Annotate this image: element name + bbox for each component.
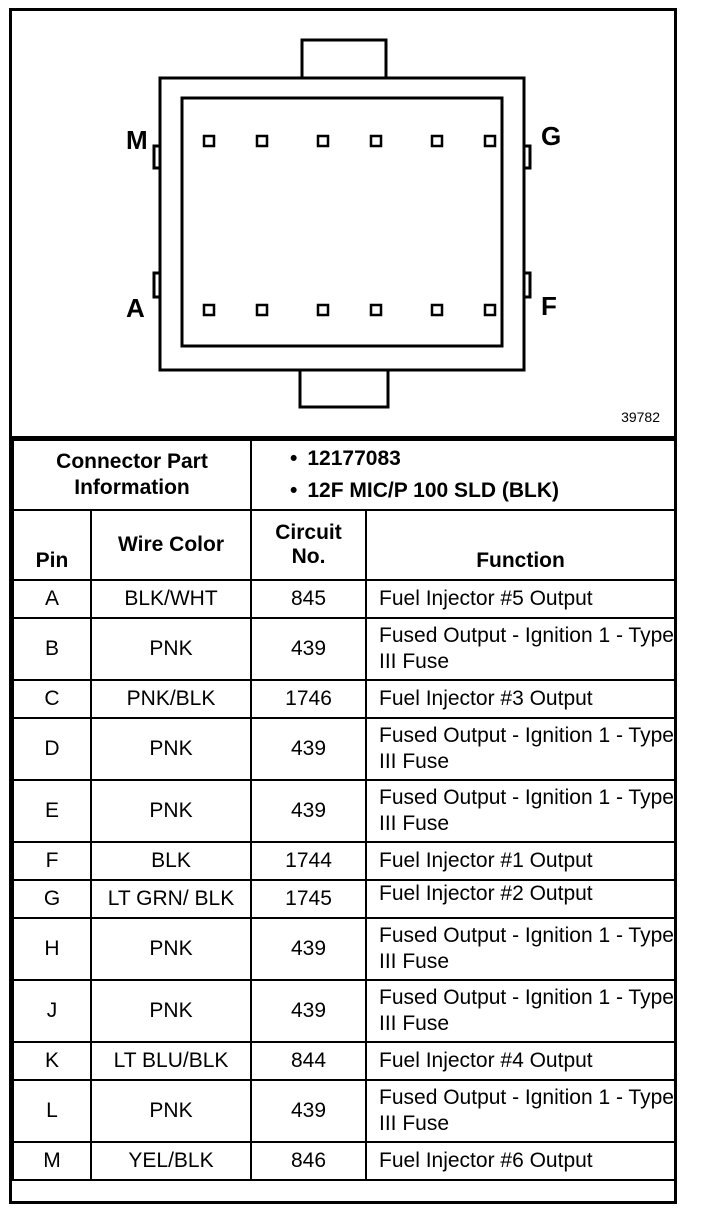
pin-cell: C — [12, 679, 92, 719]
pin-label-a: A — [126, 293, 145, 323]
function-cell: Fuel Injector #6 Output — [365, 1141, 677, 1181]
pin-cavity — [255, 134, 269, 148]
pin-cavity — [483, 134, 497, 148]
pin-cell: A — [12, 579, 92, 619]
function-cell: Fuel Injector #4 Output — [365, 1041, 677, 1081]
pin-cavity — [369, 303, 383, 317]
function-cell: Fused Output - Ignition 1 - Type III Fus… — [365, 917, 677, 981]
wire-color-cell: PNK — [89, 1079, 253, 1143]
connector-diagram: M G A F 39782 — [12, 11, 674, 439]
circuit-cell: 1745 — [250, 879, 368, 919]
circuit-cell: 439 — [250, 617, 368, 681]
pin-cavity — [202, 134, 216, 148]
function-cell: Fuel Injector #3 Output — [365, 679, 677, 719]
pin-cell: M — [12, 1141, 92, 1181]
pin-label-g: G — [541, 121, 562, 151]
bottom-pin-row — [202, 303, 497, 317]
function-cell: Fused Output - Ignition 1 - Type III Fus… — [365, 1079, 677, 1143]
column-header-function: Function — [365, 509, 677, 581]
pin-cell: B — [12, 617, 92, 681]
pin-cell: G — [12, 879, 92, 919]
part-number: •12177083 — [290, 447, 401, 470]
circuit-cell: 439 — [250, 717, 368, 781]
wire-color-cell: BLK — [89, 841, 253, 881]
connector-info-label: Connector Part Information — [11, 439, 253, 511]
wire-color-cell: LT BLU/BLK — [89, 1041, 253, 1081]
function-cell: Fuel Injector #5 Output — [365, 579, 677, 619]
wire-color-cell: BLK/WHT — [89, 579, 253, 619]
pin-cell: F — [12, 841, 92, 881]
pin-label-m: M — [126, 125, 148, 155]
circuit-cell: 1746 — [250, 679, 368, 719]
wire-color-cell: YEL/BLK — [89, 1141, 253, 1181]
function-cell: Fuel Injector #1 Output — [365, 841, 677, 881]
connector-info-values: •12177083 •12F MIC/P 100 SLD (BLK) — [250, 439, 677, 511]
pin-cell: H — [12, 917, 92, 981]
function-cell: Fused Output - Ignition 1 - Type III Fus… — [365, 617, 677, 681]
wire-color-cell: PNK — [89, 779, 253, 843]
column-header-pin: Pin — [12, 509, 92, 581]
figure-number: 39782 — [621, 409, 660, 425]
pin-cavity — [316, 134, 330, 148]
wire-color-cell: PNK — [89, 917, 253, 981]
circuit-cell: 439 — [250, 917, 368, 981]
circuit-cell: 439 — [250, 1079, 368, 1143]
pin-cavity — [430, 303, 444, 317]
pin-cavity — [202, 303, 216, 317]
function-cell: Fuel Injector #2 Output — [365, 879, 677, 919]
wire-color-cell: PNK/BLK — [89, 679, 253, 719]
column-header-wire-color: Wire Color — [89, 509, 253, 581]
wire-color-cell: PNK — [89, 617, 253, 681]
function-cell: Fused Output - Ignition 1 - Type III Fus… — [365, 779, 677, 843]
pin-cavity — [430, 134, 444, 148]
pinout-table: Connector Part Information •12177083 •12… — [11, 439, 677, 1181]
connector-info-row: Connector Part Information •12177083 •12… — [11, 439, 677, 511]
circuit-cell: 845 — [250, 579, 368, 619]
connector-drawing — [152, 38, 532, 409]
top-pin-row — [202, 134, 497, 148]
connector-document: M G A F 39782 Connector Part Information… — [9, 8, 677, 1204]
wire-color-cell: PNK — [89, 979, 253, 1043]
pin-cell: D — [12, 717, 92, 781]
wire-color-cell: LT GRN/ BLK — [89, 879, 253, 919]
pin-label-f: F — [541, 291, 557, 321]
connector-type: •12F MIC/P 100 SLD (BLK) — [290, 479, 560, 502]
pin-cell: L — [12, 1079, 92, 1143]
pin-cell: K — [12, 1041, 92, 1081]
function-cell: Fused Output - Ignition 1 - Type III Fus… — [365, 979, 677, 1043]
circuit-cell: 846 — [250, 1141, 368, 1181]
pin-cavity — [255, 303, 269, 317]
wire-color-cell: PNK — [89, 717, 253, 781]
pin-cell: E — [12, 779, 92, 843]
function-cell: Fused Output - Ignition 1 - Type III Fus… — [365, 717, 677, 781]
circuit-cell: 439 — [250, 979, 368, 1043]
pin-cavity — [483, 303, 497, 317]
circuit-cell: 1744 — [250, 841, 368, 881]
pin-cavity — [316, 303, 330, 317]
circuit-cell: 844 — [250, 1041, 368, 1081]
pin-cavity — [369, 134, 383, 148]
circuit-cell: 439 — [250, 779, 368, 843]
pin-cell: J — [12, 979, 92, 1043]
